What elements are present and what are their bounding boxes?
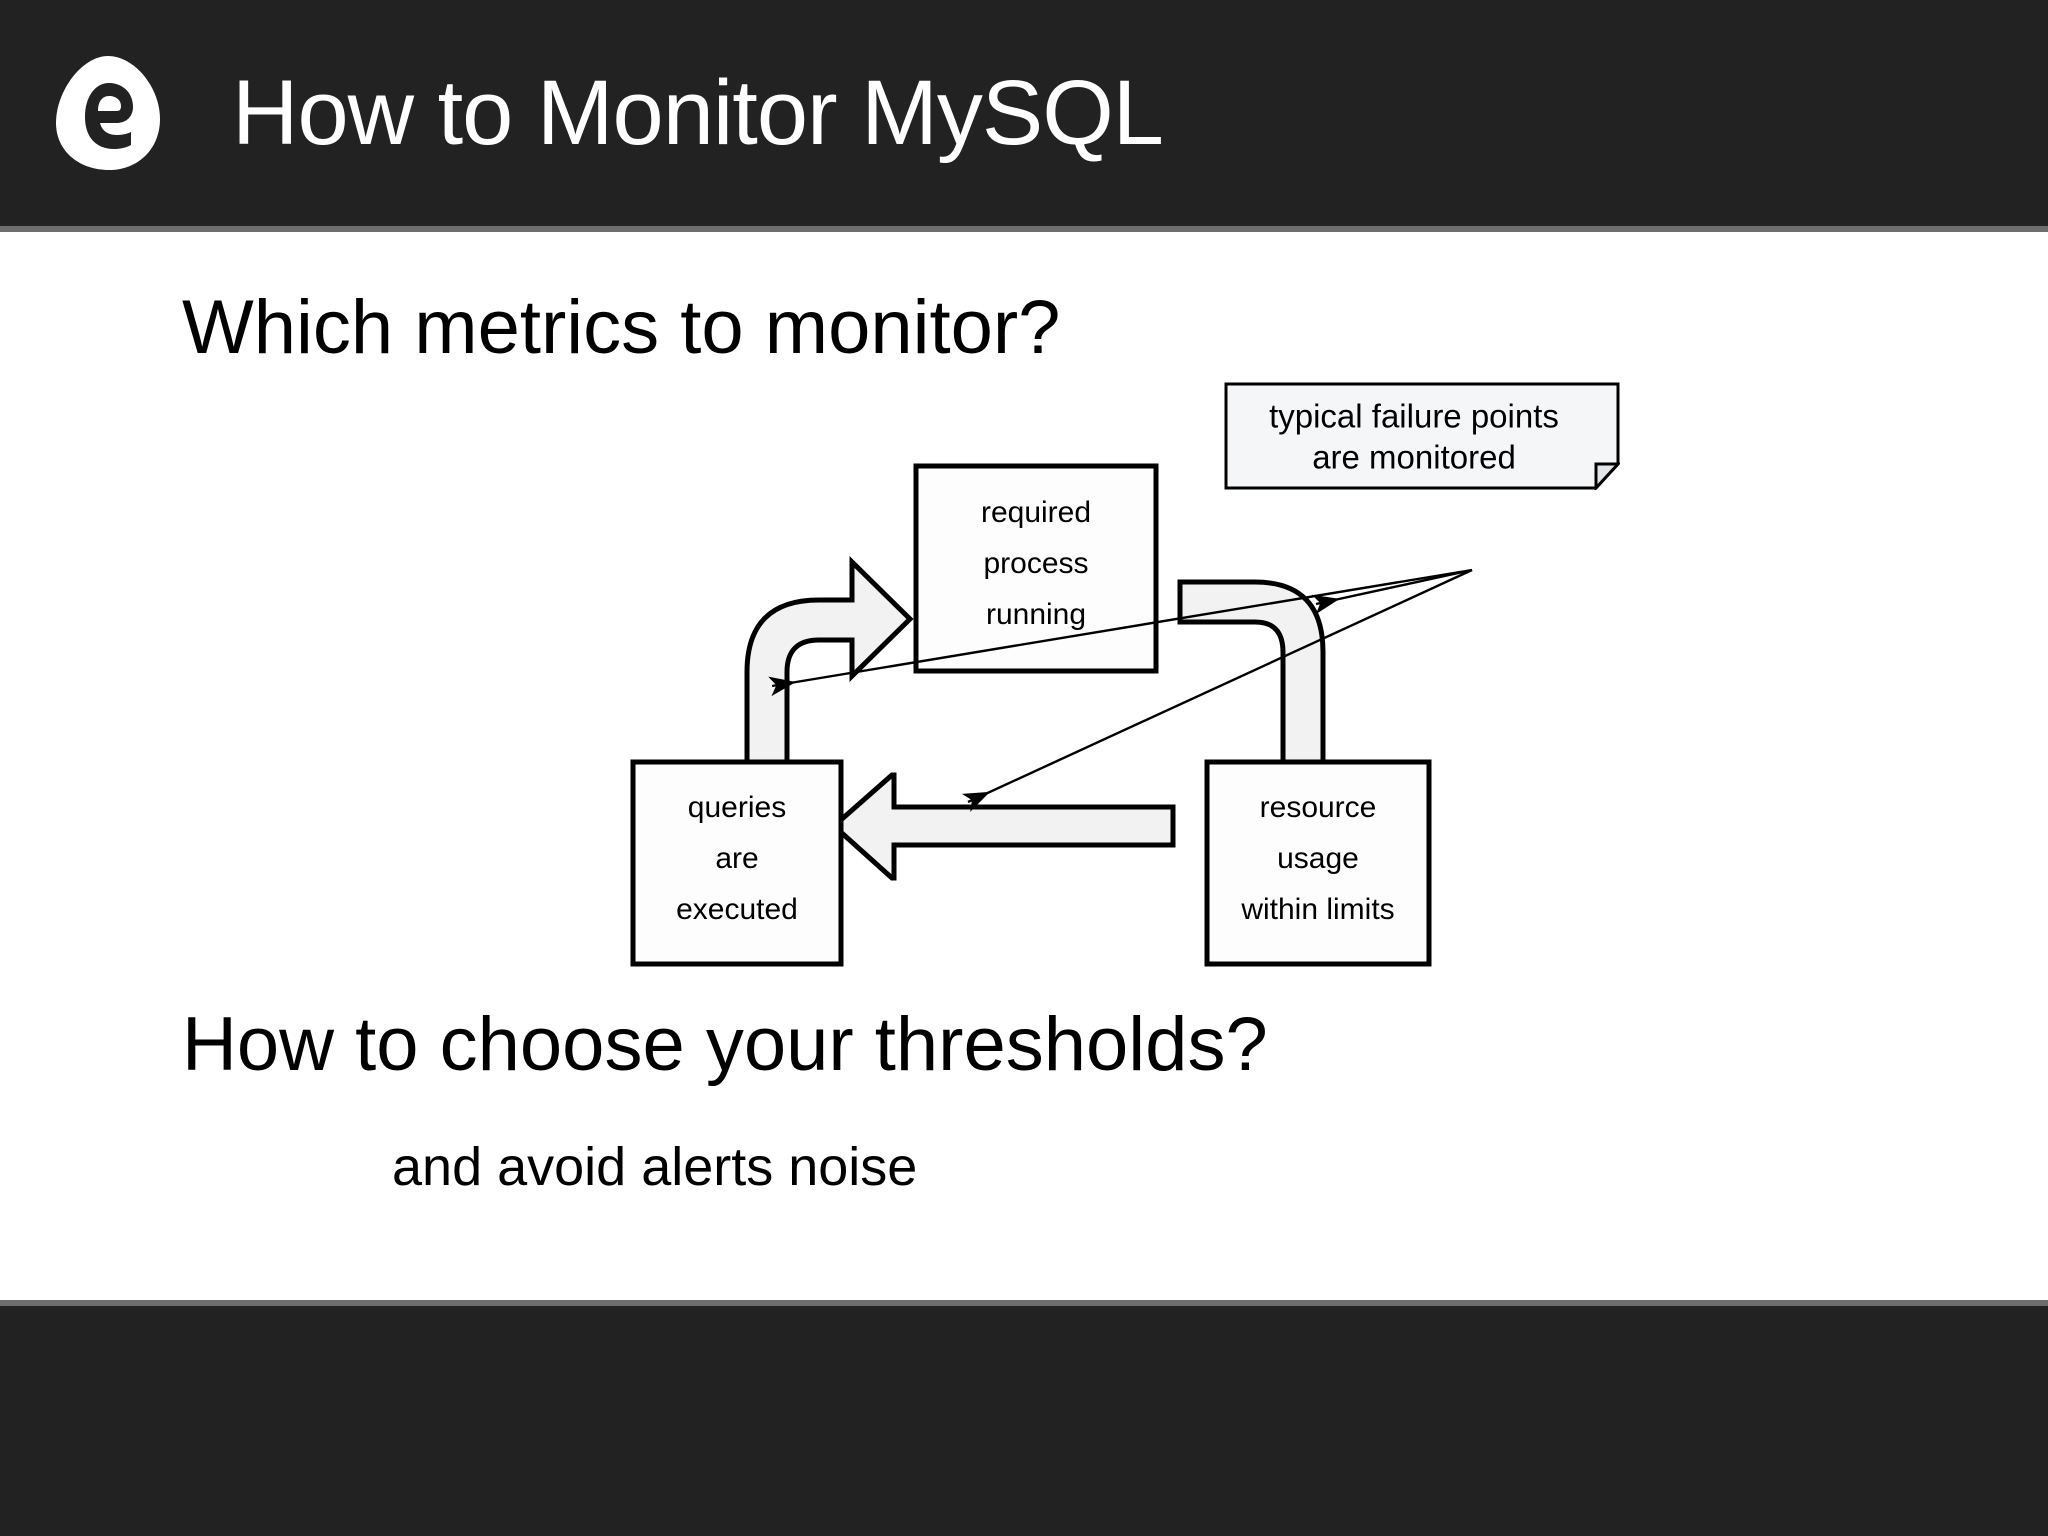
box-queries-line-1: queries <box>688 791 786 824</box>
subheading-avoid-alerts-noise: and avoid alerts noise <box>392 1137 918 1197</box>
egg-e-logo-icon <box>52 53 164 173</box>
arrow-queries-to-process <box>744 556 914 963</box>
note-typical-failure-points: typical failure points are monitored <box>1224 382 1620 490</box>
monitoring-cycle-diagram: required process running queries are exe… <box>600 382 1620 982</box>
box-resource-line-1: resource <box>1260 791 1377 824</box>
header-bar: How to Monitor MySQL <box>0 0 2048 232</box>
note-leader-lines <box>768 568 1473 812</box>
box-required-process-running: required process running <box>913 463 1159 674</box>
slide-content: Which metrics to monitor? <box>0 232 2048 1300</box>
leader-line-to-resource-arrow <box>961 568 1473 812</box>
heading-which-metrics: Which metrics to monitor? <box>182 285 1061 370</box>
note-line-1: typical failure points <box>1269 398 1559 435</box>
box-queries-line-2: are <box>715 842 758 875</box>
box-resource-line-2: usage <box>1277 842 1359 875</box>
page-title: How to Monitor MySQL <box>232 62 1164 164</box>
box-queries-are-executed: queries are executed <box>630 759 844 967</box>
box-process-line-3: running <box>986 598 1086 631</box>
box-resource-usage-within-limits: resource usage within limits <box>1204 759 1432 967</box>
heading-how-to-choose-thresholds: How to choose your thresholds? <box>182 1002 1268 1087</box>
box-process-line-1: required <box>981 496 1091 529</box>
footer-bar <box>0 1300 2048 1536</box>
box-queries-line-3: executed <box>676 893 798 926</box>
box-process-line-2: process <box>983 547 1088 580</box>
box-resource-line-3: within limits <box>1240 893 1394 926</box>
arrow-resource-to-queries <box>830 772 1176 881</box>
note-line-2: are monitored <box>1312 439 1516 476</box>
leader-line-to-process-arrow <box>1311 568 1473 615</box>
leader-line-to-queries-arrow <box>768 568 1473 697</box>
